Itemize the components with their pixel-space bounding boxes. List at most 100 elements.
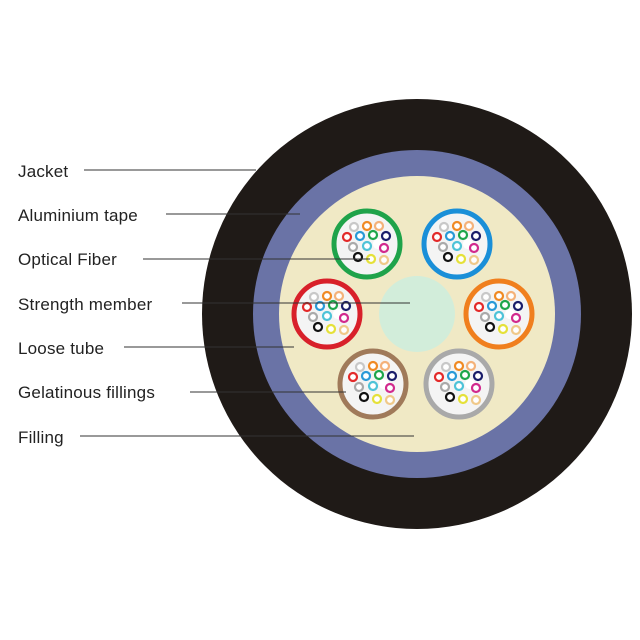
optical-fiber <box>379 360 391 372</box>
optical-fiber <box>384 394 396 406</box>
optical-fiber <box>361 240 373 252</box>
optical-fiber <box>347 241 359 253</box>
loose-tube <box>421 208 493 280</box>
optical-fiber <box>307 311 319 323</box>
optical-fiber <box>493 310 505 322</box>
optical-fiber <box>442 251 454 263</box>
optical-fiber <box>352 251 364 263</box>
optical-fiber <box>457 393 469 405</box>
optical-fiber <box>373 369 385 381</box>
optical-fiber <box>367 380 379 392</box>
strength-member-core <box>379 276 455 352</box>
optical-fiber <box>505 290 517 302</box>
loose-tube <box>337 348 409 420</box>
optical-fiber <box>480 291 492 303</box>
optical-fiber <box>354 230 366 242</box>
optical-fiber <box>371 393 383 405</box>
optical-fiber <box>457 229 469 241</box>
optical-fiber <box>510 324 522 336</box>
optical-fiber <box>321 310 333 322</box>
optical-fiber <box>348 221 360 233</box>
loose-tube <box>423 348 495 420</box>
callout-labels: Jacket Aluminium tape Optical Fiber Stre… <box>18 162 414 447</box>
callout-filling: Filling <box>18 428 414 447</box>
optical-fiber <box>358 391 370 403</box>
optical-fiber <box>470 394 482 406</box>
optical-fiber <box>453 380 465 392</box>
optical-fiber <box>473 301 485 313</box>
optical-fiber <box>325 323 337 335</box>
optical-fiber <box>378 254 390 266</box>
optical-fiber <box>510 312 522 324</box>
optical-fiber <box>433 371 445 383</box>
optical-fiber <box>512 300 524 312</box>
optical-fiber <box>338 312 350 324</box>
optical-fiber <box>465 360 477 372</box>
optical-fiber <box>333 290 345 302</box>
optical-fiber <box>499 299 511 311</box>
optical-fiber <box>470 230 482 242</box>
optical-fiber <box>444 230 456 242</box>
optical-fiber <box>455 253 467 265</box>
optical-fiber <box>373 220 385 232</box>
optical-fiber <box>438 221 450 233</box>
label-optical-fiber: Optical Fiber <box>18 250 117 269</box>
optical-fiber <box>384 382 396 394</box>
label-filling: Filling <box>18 428 64 447</box>
optical-fiber <box>367 360 379 372</box>
optical-fiber <box>468 242 480 254</box>
optical-fiber <box>347 371 359 383</box>
optical-fiber <box>312 321 324 333</box>
optical-fiber <box>380 230 392 242</box>
optical-fiber <box>437 241 449 253</box>
optical-fiber <box>453 360 465 372</box>
optical-fiber <box>378 242 390 254</box>
optical-fiber <box>386 370 398 382</box>
cable-cross-section <box>202 99 632 529</box>
label-jacket: Jacket <box>18 162 68 181</box>
optical-fiber <box>484 321 496 333</box>
optical-fiber <box>340 300 352 312</box>
loose-tubes <box>291 208 535 420</box>
optical-fiber <box>446 370 458 382</box>
optical-fiber <box>439 381 451 393</box>
label-loose-tube: Loose tube <box>18 339 104 358</box>
optical-fiber <box>308 291 320 303</box>
label-gelatinous-fillings: Gelatinous fillings <box>18 383 155 402</box>
optical-fiber <box>301 301 313 313</box>
callout-loose-tube: Loose tube <box>18 339 294 358</box>
optical-fiber <box>431 231 443 243</box>
optical-fiber <box>321 290 333 302</box>
callout-strength-member: Strength member <box>18 295 410 314</box>
optical-fiber <box>361 220 373 232</box>
optical-fiber <box>314 300 326 312</box>
optical-fiber <box>451 220 463 232</box>
callout-aluminium-tape: Aluminium tape <box>18 206 300 225</box>
optical-fiber <box>367 229 379 241</box>
optical-fiber <box>468 254 480 266</box>
optical-fiber <box>493 290 505 302</box>
optical-fiber <box>497 323 509 335</box>
optical-fiber <box>472 370 484 382</box>
optical-fiber <box>451 240 463 252</box>
callout-optical-fiber: Optical Fiber <box>18 250 370 269</box>
optical-fiber <box>486 300 498 312</box>
loose-tube <box>291 278 363 350</box>
optical-fiber <box>470 382 482 394</box>
optical-fiber <box>338 324 350 336</box>
label-strength-member: Strength member <box>18 295 152 314</box>
optical-fiber <box>479 311 491 323</box>
optical-fiber <box>327 299 339 311</box>
callout-gelatinous-fillings: Gelatinous fillings <box>18 383 346 402</box>
optical-fiber <box>360 370 372 382</box>
optical-fiber <box>444 391 456 403</box>
optical-fiber <box>463 220 475 232</box>
loose-tube <box>463 278 535 350</box>
optical-fiber <box>353 381 365 393</box>
label-aluminium-tape: Aluminium tape <box>18 206 138 225</box>
optical-fiber <box>459 369 471 381</box>
callout-jacket: Jacket <box>18 162 256 181</box>
loose-tube <box>331 208 403 280</box>
optical-fiber <box>354 361 366 373</box>
